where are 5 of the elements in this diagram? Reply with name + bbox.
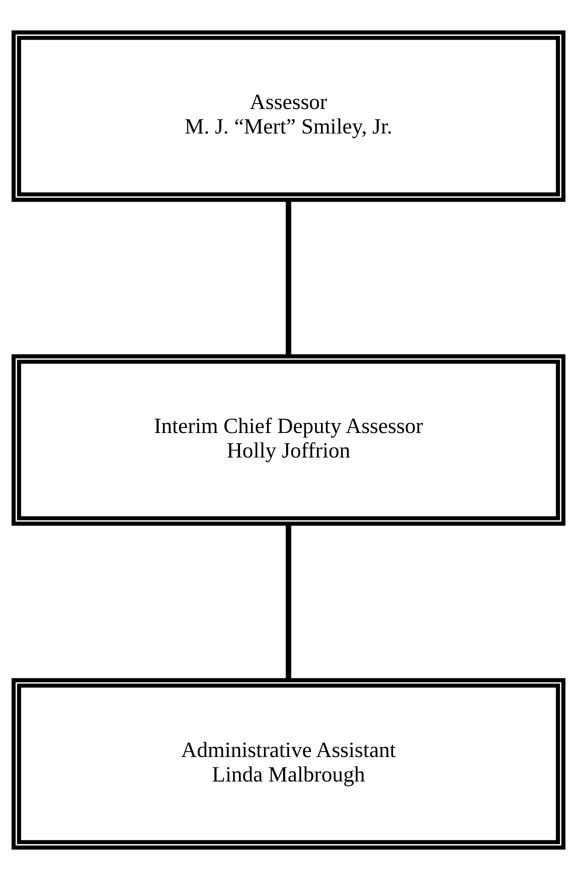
node-box: Assessor M. J. “Mert” Smiley, Jr. xyxy=(12,30,566,202)
node-box: Administrative Assistant Linda Malbrough xyxy=(12,678,566,850)
connector xyxy=(286,200,292,356)
connector xyxy=(286,524,292,680)
node-box: Interim Chief Deputy Assessor Holly Joffrion xyxy=(12,354,566,526)
